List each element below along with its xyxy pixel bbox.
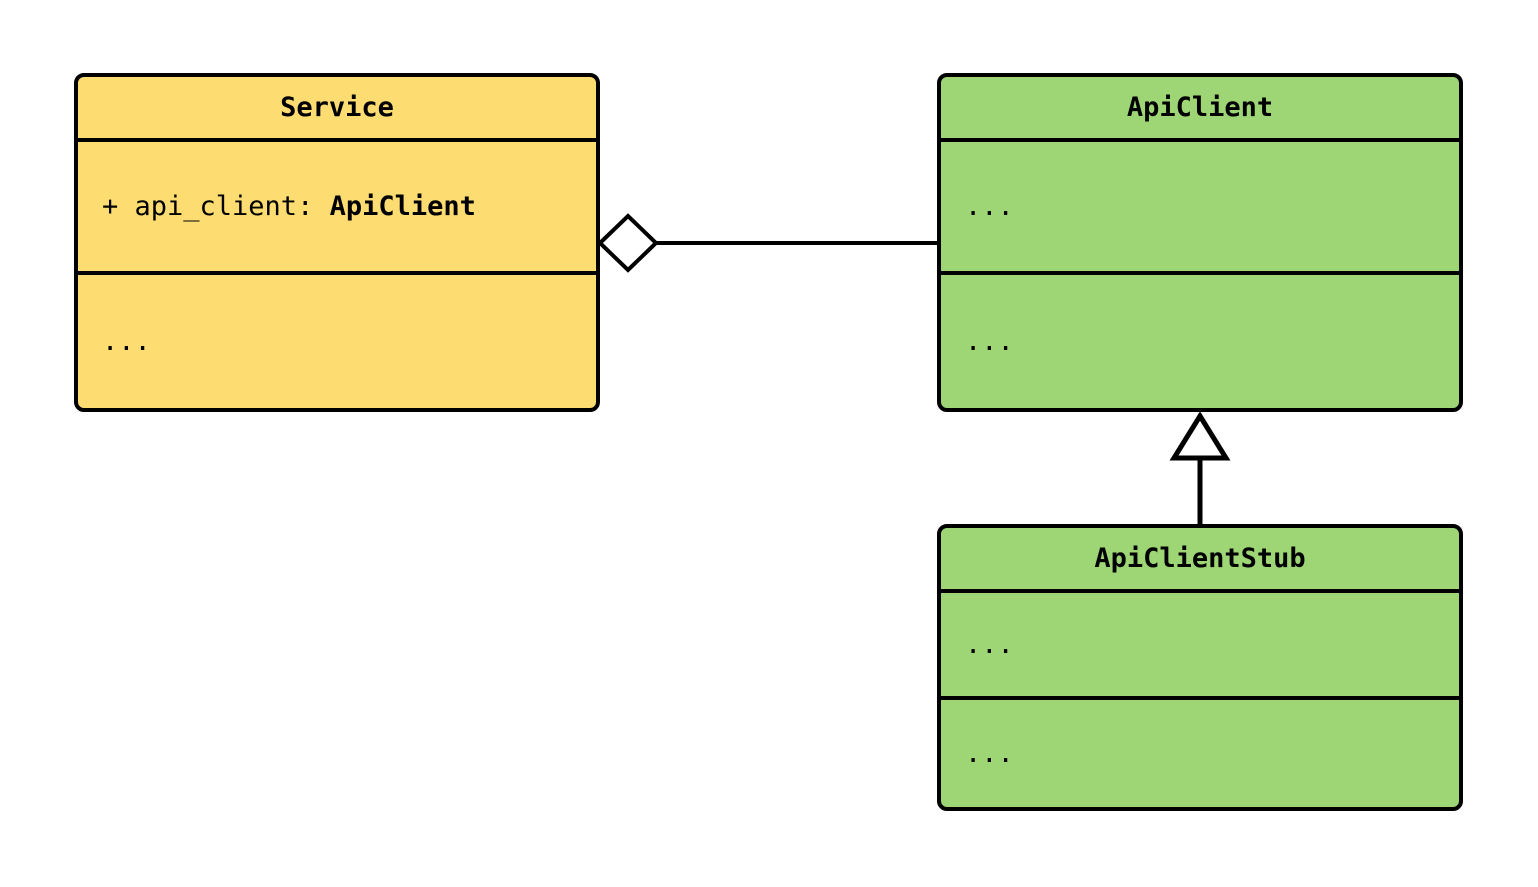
class-operations-compartment-service: ... bbox=[78, 271, 596, 408]
class-title-compartment-service: Service bbox=[78, 77, 596, 138]
generalization-triangle-icon bbox=[1169, 411, 1231, 461]
relationship-aggregation-service-api-client[interactable] bbox=[597, 213, 937, 273]
operations-ellipsis-service: ... bbox=[102, 325, 151, 357]
class-operations-compartment-api-client: ... bbox=[941, 271, 1459, 408]
attribute-type-api-client: ApiClient bbox=[329, 190, 476, 222]
operations-ellipsis-api-client: ... bbox=[965, 325, 1014, 357]
class-name-service: Service bbox=[280, 92, 394, 123]
operations-ellipsis-api-client-stub: ... bbox=[965, 737, 1014, 769]
class-box-api-client-stub[interactable]: ApiClientStub ... ... bbox=[937, 524, 1463, 811]
class-title-compartment-api-client: ApiClient bbox=[941, 77, 1459, 138]
aggregation-diamond-icon bbox=[597, 213, 659, 273]
class-attributes-compartment-api-client: ... bbox=[941, 138, 1459, 271]
attributes-ellipsis-api-client: ... bbox=[965, 190, 1014, 222]
class-box-service[interactable]: Service + api_client: ApiClient ... bbox=[74, 73, 600, 412]
class-name-api-client: ApiClient bbox=[1126, 92, 1274, 123]
class-title-compartment-api-client-stub: ApiClientStub bbox=[941, 528, 1459, 589]
class-attributes-compartment-api-client-stub: ... bbox=[941, 589, 1459, 696]
attributes-ellipsis-api-client-stub: ... bbox=[965, 628, 1014, 660]
class-name-api-client-stub: ApiClientStub bbox=[1094, 543, 1306, 574]
relationship-generalization-stub-api-client[interactable] bbox=[1169, 411, 1231, 524]
class-attributes-compartment-service: + api_client: ApiClient bbox=[78, 138, 596, 271]
class-box-api-client[interactable]: ApiClient ... ... bbox=[937, 73, 1463, 412]
attribute-row-api-client: + api_client: ApiClient bbox=[102, 190, 476, 222]
class-operations-compartment-api-client-stub: ... bbox=[941, 696, 1459, 807]
attribute-label-api-client: + api_client: bbox=[102, 190, 330, 222]
